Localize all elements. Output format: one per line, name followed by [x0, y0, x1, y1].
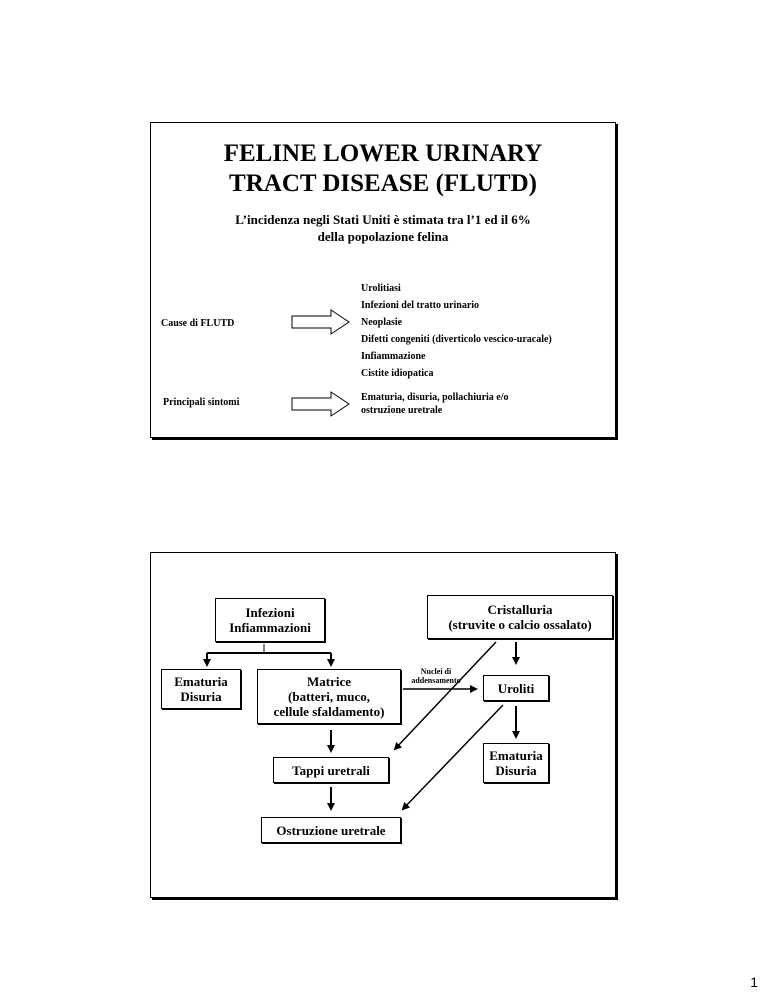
- ematuria-right-label: Ematuria: [489, 748, 543, 763]
- cause-item: Infiammazione: [361, 351, 426, 362]
- slide-pathogenesis-diagram: Infezioni Infiammazioni Cristalluria (st…: [150, 552, 616, 898]
- infiammazioni-label: Infiammazioni: [229, 620, 311, 635]
- uroliti-box: Uroliti: [483, 675, 549, 701]
- tappi-box: Tappi uretrali: [273, 757, 389, 783]
- page-number: 1: [750, 974, 758, 990]
- slide-title: FELINE LOWER URINARY TRACT DISEASE (FLUT…: [151, 139, 615, 199]
- cristalluria-box: Cristalluria (struvite o calcio ossalato…: [427, 595, 613, 639]
- tappi-label: Tappi uretrali: [292, 763, 370, 778]
- incidence-line-2: della popolazione felina: [317, 229, 449, 244]
- nuclei-line-1: Nuclei di: [420, 667, 452, 676]
- ostruzione-label: Ostruzione uretrale: [276, 823, 386, 838]
- cause-item: Difetti congeniti (diverticolo vescico-u…: [361, 334, 552, 345]
- disuria-left-label: Disuria: [180, 689, 222, 704]
- incidence-text: L’incidenza negli Stati Uniti è stimata …: [151, 211, 615, 245]
- symptoms-label: Principali sintomi: [163, 397, 240, 408]
- symptoms-arrow-icon: [291, 391, 350, 417]
- cause-item: Urolitiasi: [361, 283, 401, 294]
- causes-arrow-icon: [291, 309, 350, 335]
- nuclei-line-2: addensamento: [411, 676, 461, 685]
- incidence-line-1: L’incidenza negli Stati Uniti è stimata …: [235, 212, 531, 227]
- matrice-detail-2: cellule sfaldamento): [273, 704, 385, 719]
- title-line-2: TRACT DISEASE (FLUTD): [229, 170, 537, 197]
- symptoms-line-2: ostruzione uretrale: [361, 405, 443, 416]
- ematuria-left-box: Ematuria Disuria: [161, 669, 241, 709]
- causes-list: Urolitiasi Infezioni del tratto urinario…: [361, 280, 552, 382]
- infezioni-label: Infezioni: [245, 605, 295, 620]
- cristalluria-detail: (struvite o calcio ossalato): [448, 617, 592, 632]
- cause-item: Infezioni del tratto urinario: [361, 300, 480, 311]
- matrice-label: Matrice: [306, 674, 352, 689]
- matrice-detail-1: (batteri, muco,: [288, 689, 370, 704]
- title-line-1: FELINE LOWER URINARY: [223, 140, 543, 167]
- slide-flutd-overview: FELINE LOWER URINARY TRACT DISEASE (FLUT…: [150, 122, 616, 438]
- nuclei-note: Nuclei di addensamento: [403, 667, 469, 685]
- cause-item: Neoplasie: [361, 317, 403, 328]
- causes-label: Cause di FLUTD: [161, 318, 235, 329]
- symptoms-line-1: Ematuria, disuria, pollachiuria e/o: [361, 392, 509, 403]
- ematuria-right-box: Ematuria Disuria: [483, 743, 549, 783]
- symptoms-text: Ematuria, disuria, pollachiuria e/o ostr…: [361, 391, 601, 417]
- infezioni-box: Infezioni Infiammazioni: [215, 598, 325, 642]
- cristalluria-label: Cristalluria: [487, 602, 553, 617]
- matrice-box: Matrice (batteri, muco, cellule sfaldame…: [257, 669, 401, 724]
- ostruzione-box: Ostruzione uretrale: [261, 817, 401, 843]
- cause-item: Cistite idiopatica: [361, 368, 434, 379]
- uroliti-label: Uroliti: [497, 681, 535, 696]
- diagram-connectors: [203, 641, 520, 811]
- ematuria-left-label: Ematuria: [174, 674, 228, 689]
- disuria-right-label: Disuria: [495, 763, 537, 778]
